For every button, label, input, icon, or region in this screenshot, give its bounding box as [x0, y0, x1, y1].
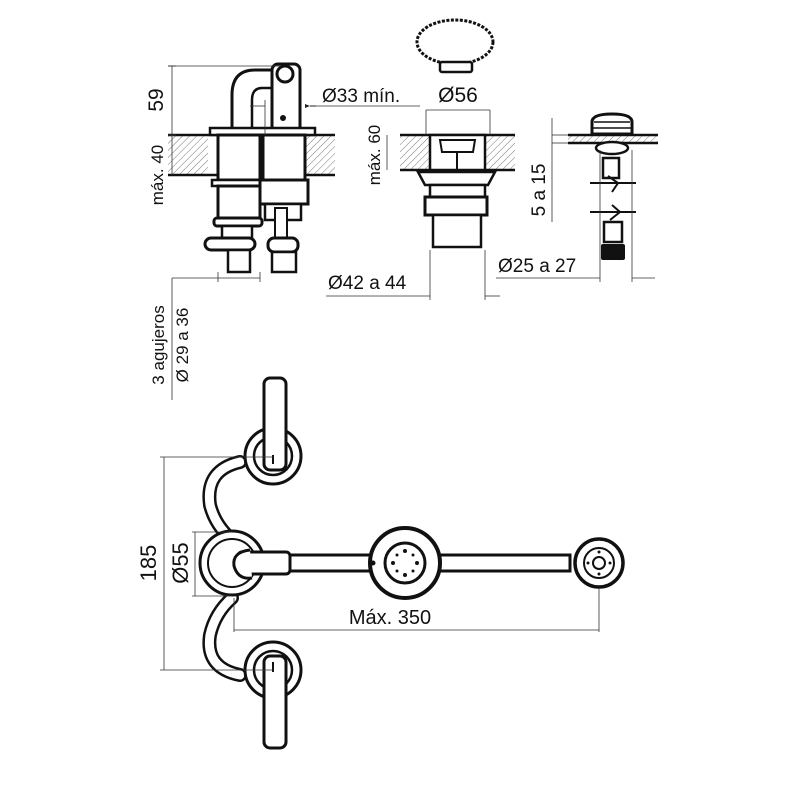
deck-hatch-left: [168, 135, 208, 175]
handle-lever-top: [262, 376, 288, 472]
deck-hatch-right: [305, 135, 335, 175]
dim-hole-diameter-aerator: Ø25 a 27: [498, 256, 576, 277]
dim-hole-diameter-side: Ø 29 a 36: [173, 308, 192, 383]
dim-deck-thickness-side: máx. 40: [148, 145, 167, 205]
dim-escutcheon-diameter: Ø55: [168, 542, 193, 584]
dim-spout-clearance: Ø33 mín.: [322, 86, 400, 107]
dim-holes-count: 3 agujeros: [149, 305, 168, 384]
handle-lever-bottom: [262, 654, 288, 750]
dim-cap-diameter: Ø56: [438, 84, 478, 107]
dim-hole-diameter-drain: Ø42 a 44: [328, 273, 407, 294]
top-view: 185 Ø55 Máx. 350: [136, 376, 625, 750]
drain-view: Ø56 máx. 60 Ø42 a 44: [326, 18, 515, 300]
dim-max-reach: Máx. 350: [349, 607, 431, 629]
dim-deck-thickness-aerator: 5 a 15: [529, 164, 550, 217]
aerator-view: 5 a 15 Ø25 a 27: [496, 112, 658, 282]
dim-deck-thickness-drain: máx. 60: [365, 125, 384, 185]
dim-handle-spacing: 185: [136, 545, 161, 582]
side-view: 59 máx. 40 Ø33 mín. 3 agujeros Ø 29 a 36: [145, 62, 420, 400]
chain-cap: [415, 18, 495, 66]
dim-height-above-deck: 59: [145, 88, 168, 111]
